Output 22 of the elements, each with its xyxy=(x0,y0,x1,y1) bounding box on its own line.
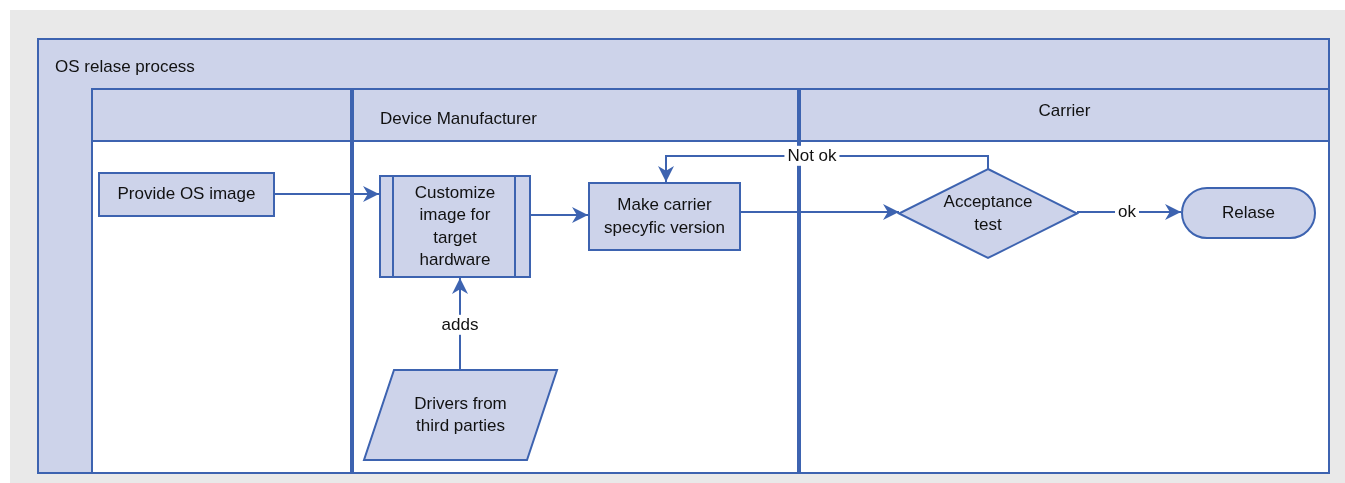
predefined-process-box xyxy=(379,175,531,278)
arrow xyxy=(530,207,589,223)
swimlane xyxy=(91,88,352,474)
arrow xyxy=(274,186,380,202)
node-label: Relase xyxy=(1221,201,1276,224)
pool-title: OS relase process xyxy=(55,56,195,78)
arrow xyxy=(740,204,900,220)
data-parallelogram xyxy=(364,370,557,460)
node-label: Provide OS image xyxy=(116,183,257,206)
process-box xyxy=(98,172,275,217)
process-box xyxy=(588,182,741,251)
terminal-box xyxy=(1181,187,1316,239)
edge-label: Not ok xyxy=(784,145,840,167)
lane-title: Carrier xyxy=(1037,100,1092,122)
lane-title: Device Manufacturer xyxy=(380,108,537,130)
arrow xyxy=(1076,204,1182,220)
node-label: Customize image for target hardware xyxy=(413,182,497,271)
decision-diamond xyxy=(899,169,1077,258)
node-label: Acceptance test xyxy=(942,191,1034,236)
node-label: Make carrier specyfic version xyxy=(603,194,726,239)
pool-container xyxy=(37,38,1330,474)
node-label: Drivers from third parties xyxy=(413,392,508,437)
